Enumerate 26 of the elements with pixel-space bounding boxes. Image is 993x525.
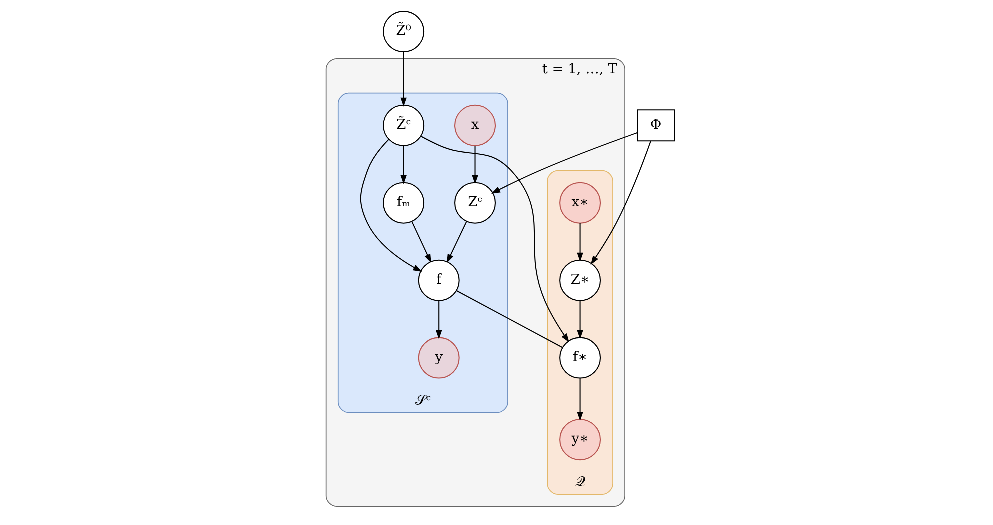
connector <box>456 290 562 348</box>
arrow <box>590 141 651 265</box>
node-circle: Z∗ <box>559 260 601 302</box>
arrow <box>420 136 569 343</box>
arrow <box>472 146 478 184</box>
node-circle: f <box>418 260 460 302</box>
node-box: Φ <box>636 110 675 142</box>
arrow <box>435 300 442 340</box>
arrow <box>576 300 583 340</box>
arrow <box>360 139 422 272</box>
node-circle: fₘ <box>382 182 424 224</box>
arrow <box>400 52 406 107</box>
node-circle: x∗ <box>559 182 601 224</box>
arrow <box>411 222 431 264</box>
node-circle: y <box>418 337 460 379</box>
node-circle: f∗ <box>559 337 601 379</box>
arrow <box>576 223 583 262</box>
node-circle: Z̃⁰ <box>382 11 424 53</box>
arrow <box>490 132 637 194</box>
node-circle: Z̃ᶜ <box>382 104 424 146</box>
node-circle: Zᶜ <box>454 182 496 224</box>
arrow <box>576 378 583 422</box>
arrow <box>446 221 467 264</box>
arrow <box>400 146 406 184</box>
node-circle: y∗ <box>559 419 601 461</box>
node-circle: x <box>454 104 496 146</box>
